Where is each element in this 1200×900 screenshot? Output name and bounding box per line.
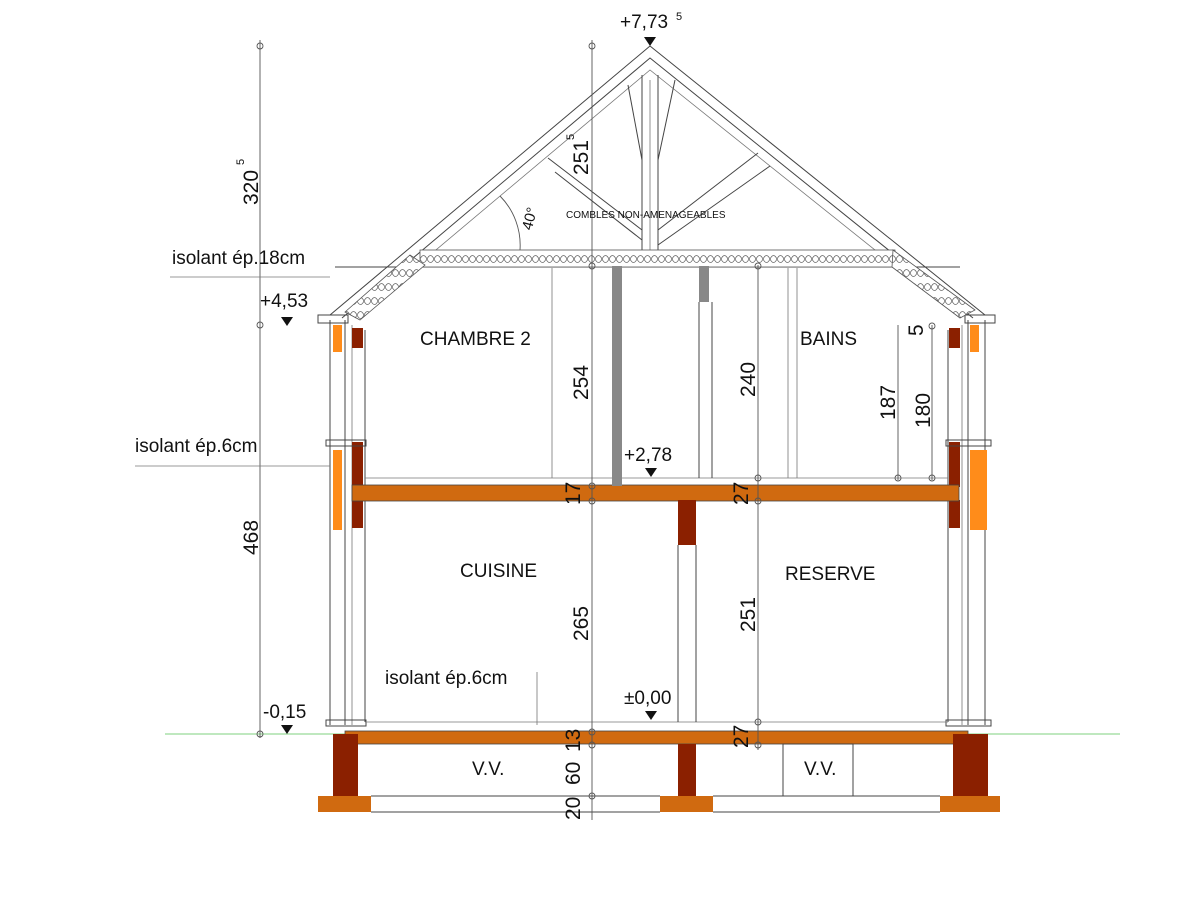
dim-slab-17: 17 <box>562 482 585 505</box>
roof-pitch-label: 40° <box>519 206 541 232</box>
dim-left-walls: 468 <box>240 520 263 555</box>
dim-crawl-60: 60 <box>562 762 585 785</box>
dimension-lines <box>135 40 936 820</box>
room-cuisine: CUISINE <box>460 561 537 582</box>
dim-attic-height-superscript: 5 <box>565 134 577 140</box>
room-bains: BAINS <box>800 329 857 350</box>
dim-slab-27-lower: 27 <box>730 725 753 748</box>
elevation-exterior: -0,15 <box>263 702 306 723</box>
attic-insulation <box>344 249 976 321</box>
elevation-ridge: +7,73 <box>620 12 668 33</box>
dim-left-roof-superscript: 5 <box>235 159 247 165</box>
dim-footing-20: 20 <box>562 797 585 820</box>
note-wall-insulation: isolant ép.6cm <box>135 436 258 457</box>
ground-floor-slab <box>344 730 969 745</box>
crawl-space-right: V.V. <box>804 759 836 780</box>
note-roof-insulation: isolant ép.18cm <box>172 248 305 269</box>
crawl-space-left: V.V. <box>472 759 504 780</box>
room-chambre-2: CHAMBRE 2 <box>420 329 531 350</box>
dim-chambre-height: 254 <box>570 365 593 400</box>
dim-wall-180: 180 <box>912 393 935 428</box>
foundation <box>318 734 1000 813</box>
room-combles: COMBLES NON-AMENAGEABLES <box>566 210 726 221</box>
elevation-markers <box>281 37 657 734</box>
dim-attic-height: 251 <box>570 140 593 175</box>
dim-reserve-height: 251 <box>737 597 760 632</box>
dim-wall-187: 187 <box>877 385 900 420</box>
exterior-walls <box>325 320 992 727</box>
dim-left-roof: 320 <box>240 170 263 205</box>
dim-slab-27-upper: 27 <box>730 482 753 505</box>
interior-partitions <box>551 266 798 722</box>
elevation-ridge-superscript: 5 <box>676 11 682 23</box>
room-reserve: RESERVE <box>785 564 875 585</box>
dim-wall-5: 5 <box>905 324 928 336</box>
roof-structure <box>317 45 996 324</box>
note-floor-insulation: isolant ép.6cm <box>385 668 508 689</box>
first-floor-slab <box>351 484 960 502</box>
elevation-ground-floor: ±0,00 <box>624 688 671 709</box>
elevation-first-floor: +2,78 <box>624 445 672 466</box>
dim-slab-13: 13 <box>562 729 585 752</box>
dim-cuisine-height: 265 <box>570 606 593 641</box>
elevation-eave: +4,53 <box>260 291 308 312</box>
dim-bains-height: 240 <box>737 362 760 397</box>
